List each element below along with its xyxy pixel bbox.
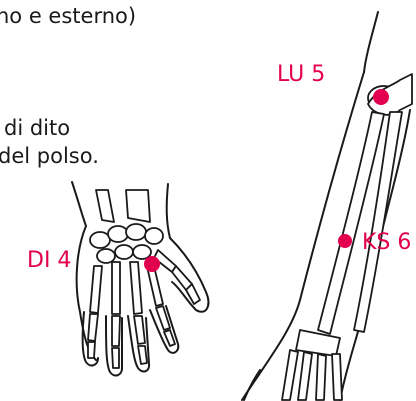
acupoint-lu5-marker: [373, 89, 389, 105]
acupoint-di4-label: DI 4: [27, 248, 72, 273]
acupoint-ks6-label: KS 6: [362, 230, 412, 255]
forearm-illustration: [241, 11, 413, 401]
acupoint-di4-marker: [144, 256, 160, 272]
acupoint-ks6-marker: [338, 234, 352, 248]
instruction-text-line-1: no e esterno): [0, 4, 137, 28]
hand-illustration: [71, 181, 210, 377]
instruction-text-line-2: di dito: [4, 116, 71, 140]
acupoint-lu5-label: LU 5: [277, 62, 326, 87]
instruction-text-line-3: del polso.: [0, 144, 99, 168]
